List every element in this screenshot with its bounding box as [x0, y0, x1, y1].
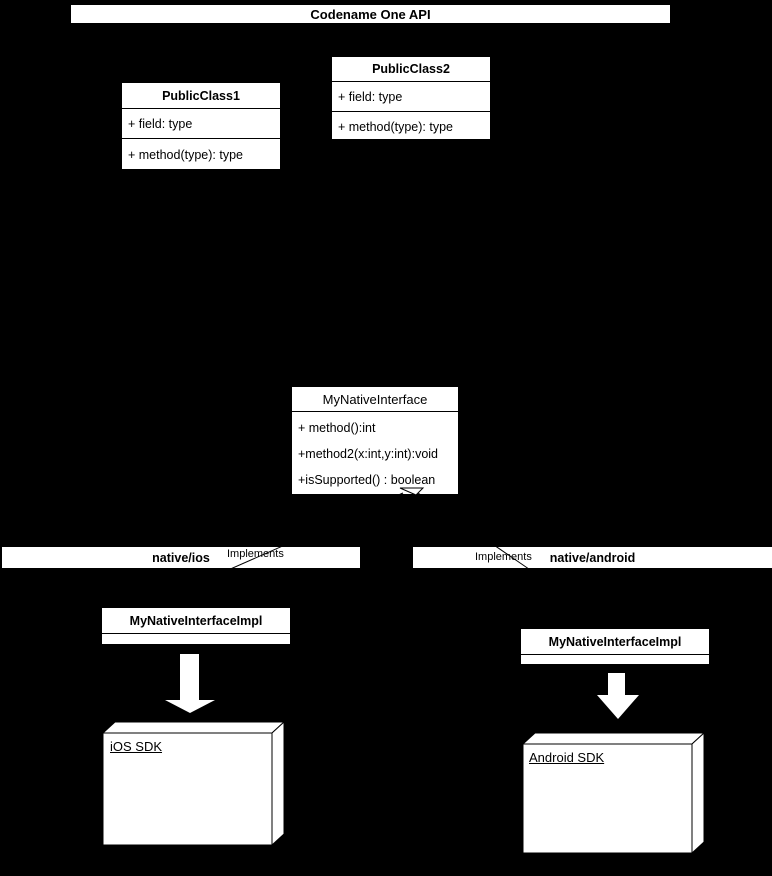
- class-member: + field: type: [122, 108, 280, 138]
- package-label: native/android: [549, 550, 636, 565]
- class-member: +method2(x:int,y:int):void: [298, 447, 438, 461]
- down-arrow-android: [597, 673, 639, 719]
- package-bar-native-ios: native/ios Implements: [2, 547, 360, 568]
- class-title: MyNativeInterfaceImpl: [548, 634, 682, 649]
- class-title: MyNativeInterfaceImpl: [129, 613, 263, 628]
- class-member: +isSupported() : boolean: [298, 473, 436, 487]
- class-member: + method(type): type: [332, 111, 490, 141]
- class-member: + method():int: [298, 421, 376, 435]
- class-member-list: + method():int +method2(x:int,y:int):voi…: [292, 412, 458, 493]
- ios-sdk-label: iOS SDK: [110, 739, 163, 754]
- package-bar-native-android: Implements native/android: [413, 547, 772, 568]
- api-banner: Codename One API: [70, 4, 671, 24]
- class-title: MyNativeInterface: [292, 387, 458, 412]
- api-banner-title: Codename One API: [310, 6, 431, 22]
- class-public-class2: PublicClass2 + field: type + method(type…: [331, 56, 491, 140]
- implements-label: Implements: [475, 551, 532, 563]
- class-my-native-interface-impl-ios: MyNativeInterfaceImpl: [101, 607, 291, 645]
- class-empty-compartment: [521, 654, 709, 666]
- class-my-native-interface: MyNativeInterface + method():int +method…: [291, 386, 459, 495]
- android-sdk-node: [521, 731, 706, 855]
- android-sdk-label: Android SDK: [529, 750, 605, 765]
- class-title: PublicClass2: [372, 62, 450, 76]
- class-public-class1: PublicClass1 + field: type + method(type…: [121, 82, 281, 170]
- class-member: + field: type: [332, 81, 490, 111]
- ios-sdk-node: [101, 720, 286, 847]
- implements-label: Implements: [227, 548, 284, 560]
- class-title: PublicClass1: [162, 88, 240, 103]
- class-empty-compartment: [102, 633, 290, 646]
- class-member: + method(type): type: [122, 138, 280, 171]
- class-my-native-interface-impl-android: MyNativeInterfaceImpl: [520, 628, 710, 665]
- package-label: native/ios: [152, 550, 210, 565]
- down-arrow-ios: [165, 654, 215, 713]
